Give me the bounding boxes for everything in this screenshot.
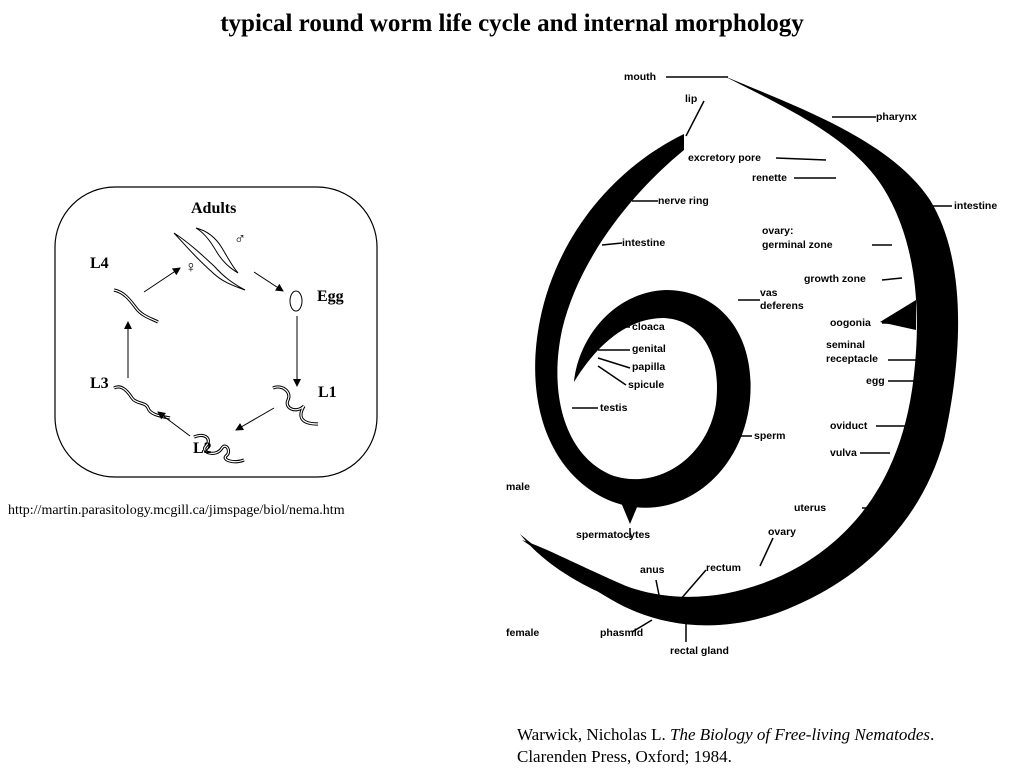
citation-author: Warwick, Nicholas L. <box>517 725 670 744</box>
label-rectal-gland: rectal gland <box>670 645 729 657</box>
male-body <box>535 134 751 508</box>
label-renette: renette <box>752 172 788 184</box>
cycle-arrows <box>124 267 301 437</box>
label-female: female <box>506 627 540 639</box>
citation-line-1: Warwick, Nicholas L. The Biology of Free… <box>517 724 934 746</box>
stage-l3-label: L3 <box>90 375 109 392</box>
source-url: http://martin.parasitology.mcgill.ca/jim… <box>8 503 345 518</box>
label-nerve-ring: nerve ring <box>658 195 709 207</box>
female-symbol: ♀ <box>185 259 197 276</box>
label-intestine-right: intestine <box>954 200 998 212</box>
label-seminal-receptacle-2: receptacle <box>826 353 878 365</box>
label-genital-papilla-2: papilla <box>632 361 666 373</box>
label-anus: anus <box>640 564 665 576</box>
stage-l1-label: L1 <box>318 384 337 401</box>
label-intestine-left: intestine <box>622 237 666 249</box>
label-phasmid: phasmid <box>600 627 644 639</box>
adult-worms <box>173 227 246 291</box>
label-growth-zone: growth zone <box>804 273 866 285</box>
egg-shape <box>289 290 303 312</box>
citation-period: . <box>929 725 935 744</box>
page-title: typical round worm life cycle and intern… <box>220 10 804 37</box>
label-vas-deferens-1: vas <box>760 287 778 299</box>
citation-publisher: Clarenden Press, Oxford; 1984. <box>517 747 732 766</box>
label-oviduct: oviduct <box>830 420 868 432</box>
stage-egg-label: Egg <box>317 288 344 305</box>
label-germinal-zone: germinal zone <box>762 239 833 251</box>
label-vulva: vulva <box>830 447 857 459</box>
oogonia-shape <box>880 300 916 330</box>
label-genital-papilla-1: genital <box>632 343 666 355</box>
label-spicule: spicule <box>628 379 665 391</box>
label-mouth: mouth <box>624 71 657 83</box>
label-sperm: sperm <box>754 430 786 442</box>
label-ovary: ovary <box>768 526 797 538</box>
label-testis: testis <box>600 402 628 414</box>
citation-book-title: The Biology of Free-living Nematodes <box>670 725 930 744</box>
label-excretory-pore: excretory pore <box>688 152 761 164</box>
stage-l4-label: L4 <box>90 255 109 272</box>
anatomy-leader-lines <box>572 76 952 642</box>
male-symbol: ♂ <box>234 231 246 248</box>
label-cloaca: cloaca <box>632 321 665 333</box>
label-male: male <box>506 481 530 493</box>
spermatocyte-shape <box>620 500 640 524</box>
label-spermatocytes: spermatocytes <box>576 529 651 541</box>
life-cycle-frame <box>54 186 378 478</box>
larva-l1-inner <box>272 386 319 425</box>
label-rectum: rectum <box>706 562 742 574</box>
stage-adults-label: Adults <box>191 200 237 217</box>
label-uterus: uterus <box>794 502 827 514</box>
label-vas-deferens-2: deferens <box>760 300 804 312</box>
label-egg: egg <box>866 375 885 387</box>
label-ovary-header: ovary: <box>762 225 794 237</box>
label-oogonia: oogonia <box>830 317 871 329</box>
label-seminal-receptacle-1: seminal <box>826 339 866 351</box>
label-pharynx: pharynx <box>876 111 917 123</box>
citation: Warwick, Nicholas L. The Biology of Free… <box>517 724 934 768</box>
stage-l2-label: L2 <box>193 440 212 457</box>
label-lip: lip <box>685 93 698 105</box>
